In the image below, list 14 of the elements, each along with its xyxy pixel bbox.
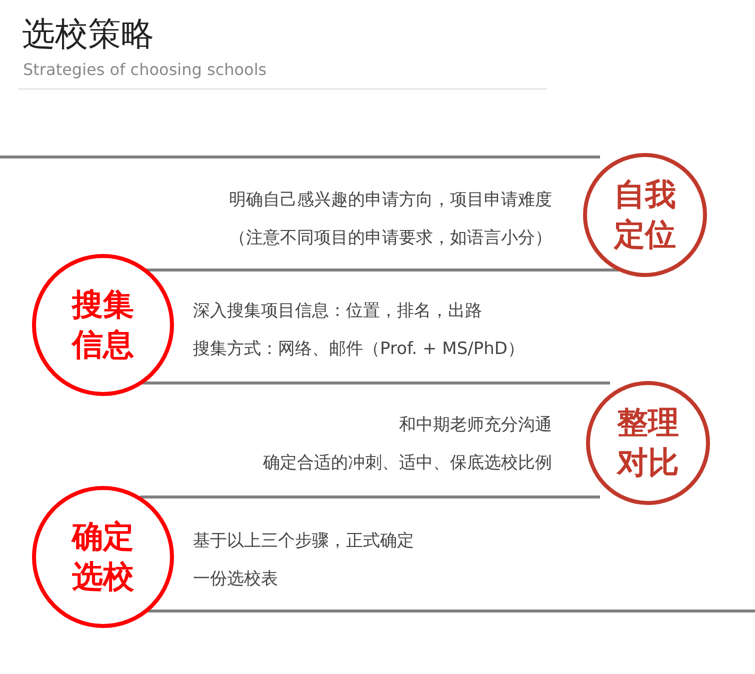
step-title: 搜集信息 (70, 286, 135, 365)
subtitle: Strategies of choosing schools (23, 60, 267, 79)
step-description: 搜集方式：网络、邮件（Prof. + MS/PhD） (193, 338, 524, 360)
step-description: 深入搜集项目信息：位置，排名，出路 (193, 300, 482, 322)
step-title: 自我定位 (612, 176, 677, 255)
step-title: 确定选校 (70, 518, 135, 597)
title: 选校策略 (22, 13, 154, 55)
step-description: 明确自己感兴趣的申请方向，项目申请难度 (229, 189, 552, 211)
step-description: （注意不同项目的申请要求，如语言小分） (229, 227, 552, 249)
step-description: 确定合适的冲刺、适中、保底选校比例 (263, 452, 552, 474)
step-title: 整理对比 (615, 404, 680, 483)
step-description: 一份选校表 (193, 568, 278, 590)
step-description: 和中期老师充分沟通 (399, 414, 552, 436)
step-description: 基于以上三个步骤，正式确定 (193, 530, 414, 552)
